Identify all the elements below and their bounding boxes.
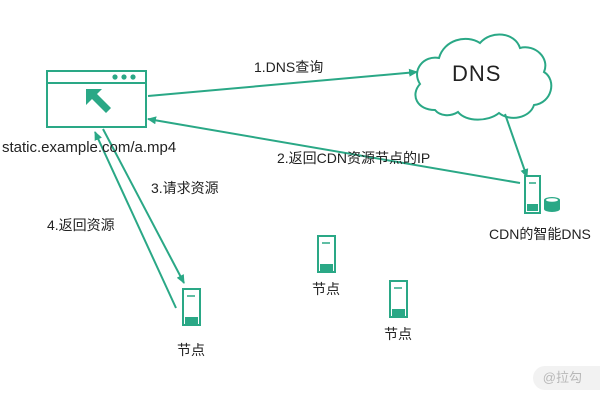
node-label: 节点 [177, 342, 205, 358]
cursor-arrow-icon [86, 89, 111, 113]
node-server-icon [182, 288, 201, 326]
arrow-return-resource [94, 131, 177, 309]
arrow-dns-to-smart-dns [504, 113, 529, 178]
dns-cloud-icon [414, 33, 553, 121]
browser-window-icon [46, 70, 147, 128]
step-4-label: 4.返回资源 [47, 217, 115, 233]
node-server-icon [389, 280, 408, 318]
smart-dns-label: CDN的智能DNS [489, 226, 591, 242]
watermark: @拉勾 [532, 366, 600, 390]
node-label: 节点 [312, 281, 340, 297]
step-1-label: 1.DNS查询 [254, 59, 324, 75]
node-server-icon [317, 235, 336, 273]
arrow-dns-query [147, 68, 418, 97]
dns-cloud-label: DNS [452, 61, 502, 86]
step-3-label: 3.请求资源 [151, 180, 219, 196]
arrow-request-resource [102, 128, 185, 284]
smart-dns-server-icon [524, 175, 560, 214]
node-label: 节点 [384, 326, 412, 342]
step-2-label: 2.返回CDN资源节点的IP [277, 150, 431, 166]
browser-url-label: static.example.com/a.mp4 [2, 139, 177, 156]
arrow-return-cdn-ip [147, 116, 521, 184]
